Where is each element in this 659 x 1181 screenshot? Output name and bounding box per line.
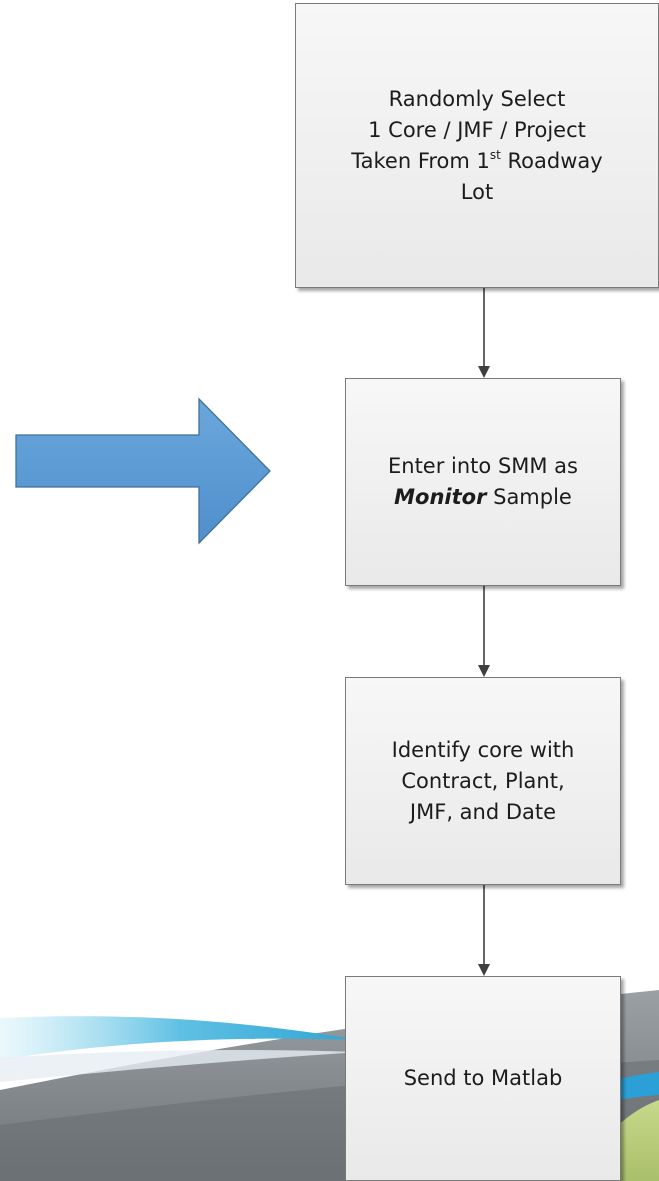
step2-monitor-word: Monitor bbox=[394, 485, 487, 509]
step-randomly-select-box: Randomly Select 1 Core / JMF / Project T… bbox=[295, 3, 659, 288]
step1-line3-post: Roadway bbox=[500, 148, 603, 173]
swoosh-blue-band bbox=[0, 1016, 360, 1060]
step1-line2: 1 Core / JMF / Project bbox=[368, 117, 586, 142]
step1-line3-sup: st bbox=[489, 147, 501, 162]
step2-line2: Monitor Sample bbox=[388, 482, 578, 513]
step-send-matlab-box: Send to Matlab bbox=[345, 976, 621, 1181]
step2-line1: Enter into SMM as bbox=[388, 454, 578, 478]
step-send-matlab-text: Send to Matlab bbox=[398, 1063, 569, 1094]
swoosh-light-band bbox=[0, 1050, 360, 1082]
step-identify-core-text: Identify core with Contract, Plant, JMF,… bbox=[386, 735, 581, 828]
step1-line1: Randomly Select bbox=[388, 86, 566, 111]
step3-line1: Identify core with bbox=[391, 737, 575, 762]
step1-line4: Lot bbox=[460, 179, 494, 204]
step3-line2: Contract, Plant, bbox=[401, 768, 565, 793]
step-enter-smm-box: Enter into SMM as Monitor Sample bbox=[345, 378, 621, 586]
step-identify-core-box: Identify core with Contract, Plant, JMF,… bbox=[345, 677, 621, 885]
right-arrow-icon bbox=[15, 397, 271, 545]
step1-line3: Taken From 1st Roadway bbox=[351, 146, 602, 177]
connector-arrows bbox=[478, 288, 490, 976]
step-enter-smm-text: Enter into SMM as Monitor Sample bbox=[382, 451, 584, 513]
step1-line3-pre: Taken From 1 bbox=[351, 148, 490, 173]
step3-line3: JMF, and Date bbox=[409, 799, 557, 824]
step2-line2-post: Sample bbox=[486, 485, 572, 509]
step-randomly-select-text: Randomly Select 1 Core / JMF / Project T… bbox=[345, 84, 608, 208]
step4-line1: Send to Matlab bbox=[403, 1066, 563, 1090]
